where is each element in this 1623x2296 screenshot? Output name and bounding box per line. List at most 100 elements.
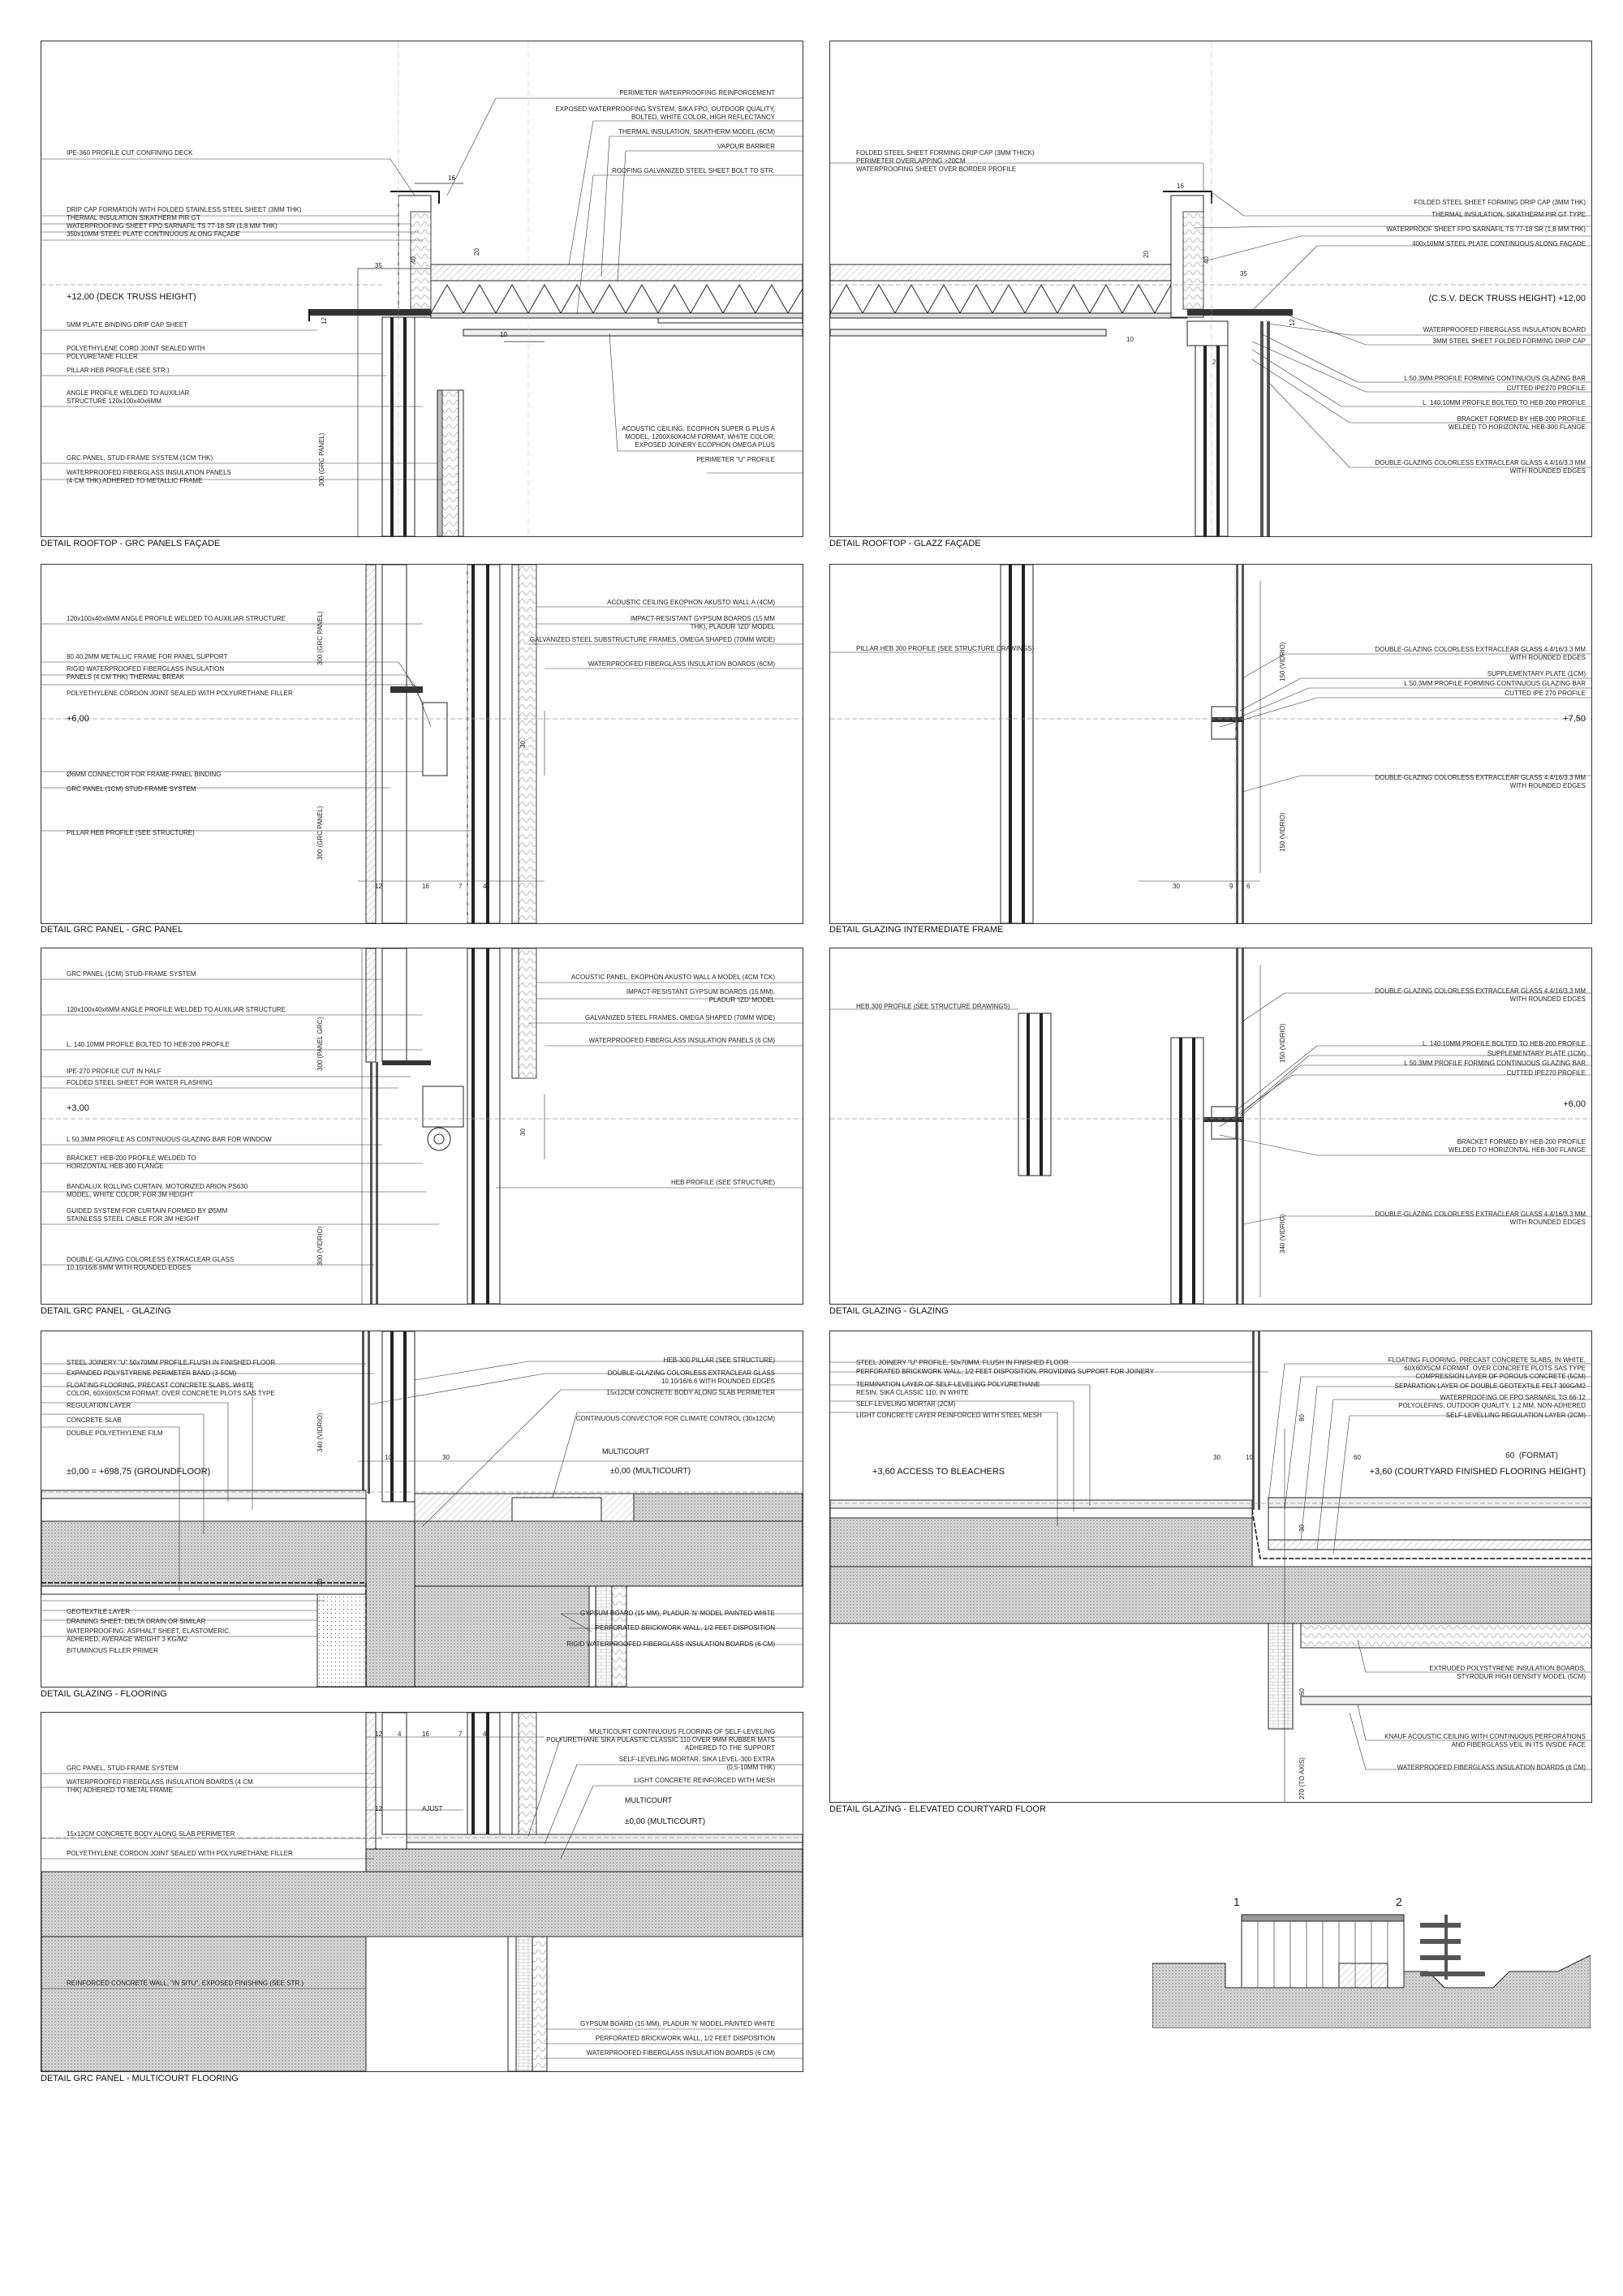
dimension: 30 [316,1579,324,1586]
label: HEB-300 PILLAR (SEE STRUCTURE) [663,1357,775,1364]
label: MULTICOURT CONTINUOUS FLOORING OF SELF-L… [546,1728,775,1752]
level-marker: +3,60 ACCESS TO BLEACHERS [872,1467,1005,1477]
level-marker: +3,00 [67,1103,89,1113]
label: IPE-360 PROFILE CUT CONFINING DECK [67,149,193,157]
dimension: 300 (PANEL GRC) [316,1017,324,1071]
label: CUTTED IPE 270 PROFILE [1505,690,1586,697]
dimension: 300 (GRC PANEL) [318,432,325,487]
label: WATERPROOFED FIBERGLASS INSULATION BOARD… [67,1778,253,1794]
dimension: 20 [1143,251,1150,258]
label: LIGHT CONCRETE LAYER REINFORCED WITH STE… [856,1412,1042,1419]
label: IPE-270 PROFILE CUT IN HALF [67,1068,161,1075]
key-mark-2: 2 [1396,1895,1402,1908]
dimension: 40 [410,256,417,264]
section-drawing-rooftop-grc [41,41,803,536]
label: WATERPROOFED FIBERGLASS INSULATION BOARD… [1397,1764,1586,1771]
dimension: 60 [1298,1688,1306,1696]
label: GRC PANEL, STUD-FRAME SYSTEM [67,1765,179,1772]
label: 3MM STEEL SHEET FOLDED FORMING DRIP CAP [1432,338,1586,345]
label: SELF-LEVELING MORTAR, SIKA LEVEL-300 EXT… [618,1756,775,1771]
label: LIGHT CONCRETE REINFORCED WITH MESH [634,1777,775,1784]
label: WATERPROOFING SHEET OVER BORDER PROFILE [856,166,1017,173]
dimension: 150 (VIDRIO) [1279,642,1286,681]
label: CONTINUOUS CONVECTOR FOR CLIMATE CONTROL… [575,1415,775,1422]
label: FOLDED STEEL SHEET FORMING DRIP CAP (3MM… [1414,199,1586,206]
label: SELF-LEVELING MORTAR (2CM) [856,1400,956,1408]
dimension: 16 [1177,183,1184,190]
key-plan-drawing [1152,1914,1591,2029]
label: 120x100x40x6MM ANGLE PROFILE WELDED TO A… [67,615,286,622]
label: WATERPROOFED FIBERGLASS INSULATION BOARD… [588,660,775,668]
dimension: 10 [1246,1454,1253,1461]
dimension: 300 (GRC PANEL) [316,806,324,860]
section-drawing-grc-grc [41,565,803,923]
label: GUIDED SYSTEM FOR CURTAIN FORMED BY Ø5MM… [67,1207,228,1223]
label: DOUBLE-GLAZING COLORLESS EXTRACLEAR GLAS… [1375,1210,1586,1226]
label: ROOFING GALVANIZED STEEL SHEET BOLT TO S… [612,167,775,174]
label: SUPPLEMENTARY PLATE (1CM) [1487,670,1586,677]
key-mark-1: 1 [1233,1895,1240,1908]
label: DOUBLE-GLAZING COLORLESS EXTRACLEAR GLAS… [607,1369,775,1385]
panel-rooftop-glass [829,41,1592,537]
label: WATERPROOFING SHEET FPO SARNAFIL TS 77-1… [67,222,278,230]
label: THERMAL INSULATION, SIKATHERM PIR GT TYP… [1431,211,1586,218]
label: DOUBLE-GLAZING COLORLESS EXTRACLEAR GLAS… [1375,774,1586,789]
label: RIGID WATERPROOFED FIBERGLASS INSULATION… [566,1640,775,1648]
label: GALVANIZED STEEL FRAMES, OMEGA SHAPED (7… [584,1014,775,1021]
dimension: 4 [483,883,487,890]
section-drawing-glazing-intermediate [830,565,1591,923]
label: 15x12CM CONCRETE BODY ALONG SLAB PERIMET… [606,1389,775,1396]
label: PERIMETER WATERPROOFING REINFORCEMENT [619,89,775,97]
key-plan-section: 1 2 [1152,1882,1591,2029]
dimension: 9 [1229,883,1233,890]
level-marker: +3,60 (COURTYARD FINISHED FLOORING HEIGH… [1369,1467,1586,1477]
dimension: 300 (GRC PANEL) [316,611,324,665]
label: GRC PANEL, STUD-FRAME SYSTEM (1CM THK) [67,454,213,462]
label: L 50.3MM PROFILE FORMING CONTINUOUS GLAZ… [1404,1060,1586,1067]
dimension: 4 [483,1731,487,1738]
dimension: 30 [519,1129,527,1136]
label: WATERPROOF SHEET FPO SARNAFIL TS 77-18 S… [1386,226,1586,233]
label: 350x10MM STEEL PLATE CONTINUOUS ALONG FA… [67,230,240,238]
dimension: 16 [448,174,455,182]
panel-title-grc-multicourt: DETAIL GRC PANEL - MULTICOURT FLOORING [41,2074,239,2083]
label: COMPRESSION LAYER OF POROUS CONCRETE (5C… [1415,1373,1586,1380]
dimension: 10 [500,331,507,338]
dimension: 20 [473,248,480,256]
level-marker: +6,00 [1563,1099,1586,1109]
section-drawing-glazing-glazing [830,948,1591,1304]
label: EXTRUDED POLYSTYRENE INSULATION BOARDS, … [1429,1665,1586,1680]
dimension: 80 [1298,1414,1306,1421]
label: PERIMETER "U" PROFILE [696,456,775,463]
panel-rooftop-grc: DETAIL ROOFTOP - GRC PANELS FAÇADE [41,41,803,537]
label: L. 140.10MM PROFILE BOLTED TO HEB-200 PR… [1423,399,1586,406]
label: EXPOSED WATERPROOFING SYSTEM, SIKA FPO, … [555,105,775,121]
dimension: 7 [458,1731,463,1738]
label: SELF-LEVELLING REGULATION LAYER (2CM) [1445,1412,1586,1419]
dimension: 270 (TO AXIS) [1298,1757,1306,1799]
label: SEPARATION LAYER OF DOUBLE GEOTEXTILE FE… [1394,1382,1586,1390]
level-marker: +6,00 [67,714,89,724]
label: DOUBLE-GLAZING COLORLESS EXTRACLEAR GLAS… [67,1256,235,1271]
label: REINFORCED CONCRETE WALL, "IN SITU", EXP… [67,1980,304,1987]
dimension: 10 [385,1454,392,1461]
level-marker: +7,50 [1563,714,1586,724]
panel-title-rooftop-glass: DETAIL ROOFTOP - GLAZZ FAÇADE [829,539,981,548]
label: SUPPLEMENTARY PLATE (1CM) [1487,1050,1586,1057]
panel-glazing-courtyard [829,1331,1592,1803]
label: RIGID WATERPROOFED FIBERGLASS INSULATION… [67,665,225,681]
label: VAPOUR BARRIER [717,143,775,150]
panel-title-rooftop-grc: DETAIL ROOFTOP - GRC PANELS FAÇADE [41,539,221,548]
label: KNAUF ACOUSTIC CEILING WITH CONTINUOUS P… [1384,1733,1586,1748]
label: HEB PROFILE (SEE STRUCTURE) [670,1179,775,1186]
label: DRAINING SHEET, DELTA DRAIN OR SIMILAR [67,1618,206,1625]
label: IMPACT-RESISTANT GYPSUM BOARDS (15 MM), … [626,988,775,1004]
dimension: 150 (VIDRIO) [1279,1023,1286,1063]
label: DOUBLE-GLAZING COLORLESS EXTRACLEAR GLAS… [1375,987,1586,1003]
dimension: 10 [1126,336,1134,343]
dimension: 12 [375,883,382,890]
level-marker: ±0,00 (MULTICOURT) [625,1817,706,1826]
label: 15x12CM CONCRETE BODY ALONG SLAB PERIMET… [67,1830,235,1838]
panel-title-grc-grc: DETAIL GRC PANEL - GRC PANEL [41,925,183,935]
label: ACOUSTIC CEILING, ECOPHON SUPER G PLUS A… [622,425,775,449]
